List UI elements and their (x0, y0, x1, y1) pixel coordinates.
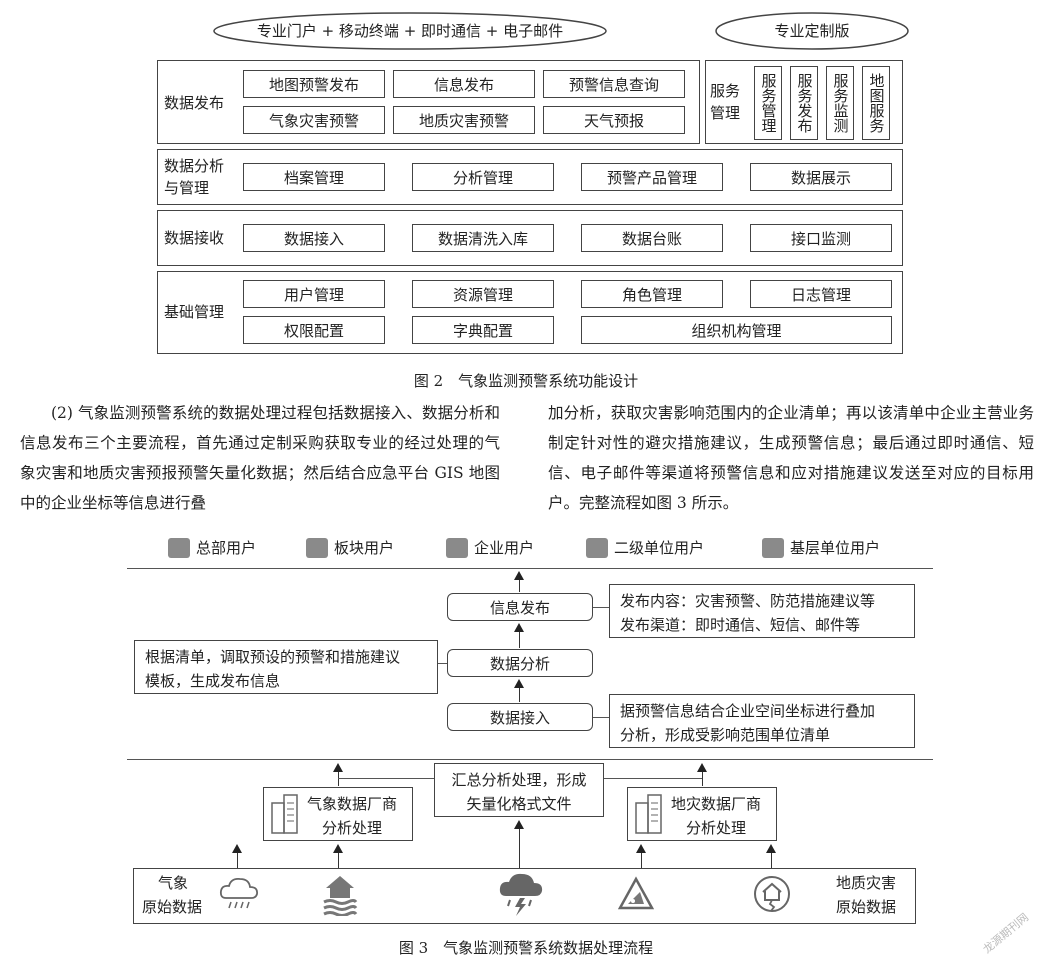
user-second-level: 二级单位用户 (586, 537, 704, 558)
step-data-analysis: 数据分析 (447, 649, 593, 677)
note-analysis: 根据清单，调取预设的预警和措施建议 模板，生成发布信息 (134, 640, 438, 694)
item-meteo-warning: 气象灾害预警 (243, 106, 385, 134)
building-icon (271, 794, 298, 834)
row-label-base: 基础管理 (164, 303, 225, 321)
right-oval (715, 12, 909, 50)
arrow-head (514, 571, 524, 580)
arrow-line (338, 851, 339, 868)
item-user-manage: 用户管理 (243, 280, 385, 308)
paragraph-left: (2) 气象监测预警系统的数据处理过程包括数据接入、数据分析和信息发布三个主要流… (20, 404, 500, 512)
item-map-warning-publish: 地图预警发布 (243, 70, 385, 98)
item-info-publish: 信息发布 (393, 70, 535, 98)
fig2-caption: 图 2 气象监测预警系统功能设计 (413, 372, 639, 390)
item-geo-warning: 地质灾害预警 (393, 106, 535, 134)
row-label-analysis-2: 与管理 (164, 179, 210, 197)
right-oval-label: 专业定制版 (774, 22, 850, 40)
earthquake-icon (754, 876, 790, 912)
top-oval (213, 12, 607, 50)
arrow-line (771, 851, 772, 868)
item-data-cleaning: 数据清洗入库 (412, 224, 554, 252)
item-weather-forecast: 天气预报 (543, 106, 685, 134)
service-label-1: 服务 (710, 82, 741, 100)
connector-line (593, 607, 609, 608)
connector-line (338, 778, 434, 779)
arrow-line (641, 851, 642, 868)
storm-cloud-icon (499, 873, 543, 916)
arrow-head (333, 844, 343, 853)
item-analysis-manage: 分析管理 (412, 163, 554, 191)
note-publish: 发布内容：灾害预警、防范措施建议等 发布渠道：即时通信、短信、邮件等 (609, 584, 915, 638)
building-icon (635, 794, 662, 834)
service-item-monitor: 服务监测 (826, 66, 854, 140)
step-data-ingest: 数据接入 (447, 703, 593, 731)
connector-line (593, 717, 609, 718)
user-icon (168, 537, 190, 558)
arrow-head (333, 763, 343, 772)
user-enterprise: 企业用户 (446, 537, 534, 558)
arrow-head (514, 623, 524, 632)
item-dict-config: 字典配置 (412, 316, 554, 344)
arrow-line (519, 827, 520, 868)
user-hq: 总部用户 (168, 537, 256, 558)
item-data-access: 数据接入 (243, 224, 385, 252)
item-org-manage: 组织机构管理 (581, 316, 892, 344)
arrow-head (232, 844, 242, 853)
arrow-head (697, 763, 707, 772)
left-vendor-box: 气象数据厂商 分析处理 (263, 787, 413, 841)
user-sector: 板块用户 (306, 537, 394, 558)
arrow-line (237, 851, 238, 868)
item-resource-manage: 资源管理 (412, 280, 554, 308)
item-permission-config: 权限配置 (243, 316, 385, 344)
service-item-manage: 服务管理 (754, 66, 782, 140)
item-data-display: 数据展示 (750, 163, 892, 191)
right-source-label-2: 原始数据 (836, 898, 897, 916)
paragraph-right: 加分析，获取灾害影响范围内的企业清单；再以该清单中企业主营业务制定针对性的避灾措… (548, 404, 1034, 512)
left-source-label-2: 原始数据 (142, 898, 203, 916)
arrow-head (636, 844, 646, 853)
connector-line (437, 663, 447, 664)
center-note: 汇总分析处理，形成 矢量化格式文件 (434, 763, 604, 817)
service-item-publish: 服务发布 (790, 66, 818, 140)
row-label-analysis-1: 数据分析 (164, 157, 225, 175)
user-icon (762, 537, 784, 558)
arrow-line (519, 578, 520, 592)
user-icon (586, 537, 608, 558)
note-ingest: 据预警信息结合企业空间坐标进行叠加 分析，形成受影响范围单位清单 (609, 694, 915, 748)
service-label-2: 管理 (710, 104, 741, 122)
left-source-label-1: 气象 (158, 874, 189, 892)
fig3-caption: 图 3 气象监测预警系统数据处理流程 (398, 939, 654, 957)
users-separator (127, 568, 933, 569)
right-source-label-1: 地质灾害 (836, 874, 897, 892)
rain-cloud-icon (219, 877, 259, 909)
arrow-head (514, 679, 524, 688)
row-label-data-publish: 数据发布 (164, 94, 225, 112)
arrow-line (519, 686, 520, 702)
service-item-map: 地图服务 (862, 66, 890, 140)
item-warning-query: 预警信息查询 (543, 70, 685, 98)
item-interface-monitor: 接口监测 (750, 224, 892, 252)
user-icon (306, 537, 328, 558)
item-warning-product: 预警产品管理 (581, 163, 723, 191)
arrow-line (702, 770, 703, 786)
user-grassroots: 基层单位用户 (762, 537, 880, 558)
arrow-head (766, 844, 776, 853)
landslide-warning-icon (618, 876, 654, 910)
item-data-ledger: 数据台账 (581, 224, 723, 252)
item-log-manage: 日志管理 (750, 280, 892, 308)
step-info-publish: 信息发布 (447, 593, 593, 621)
arrow-head (514, 820, 524, 829)
user-icon (446, 537, 468, 558)
item-role-manage: 角色管理 (581, 280, 723, 308)
connector-line (604, 778, 702, 779)
item-archive-manage: 档案管理 (243, 163, 385, 191)
row-label-receive: 数据接收 (164, 229, 225, 247)
arrow-line (519, 630, 520, 648)
right-vendor-box: 地灾数据厂商 分析处理 (627, 787, 777, 841)
top-oval-label: 专业门户 + 移动终端 + 即时通信 + 电子邮件 (256, 22, 564, 40)
middle-separator (127, 759, 933, 760)
flood-house-icon (323, 876, 358, 916)
